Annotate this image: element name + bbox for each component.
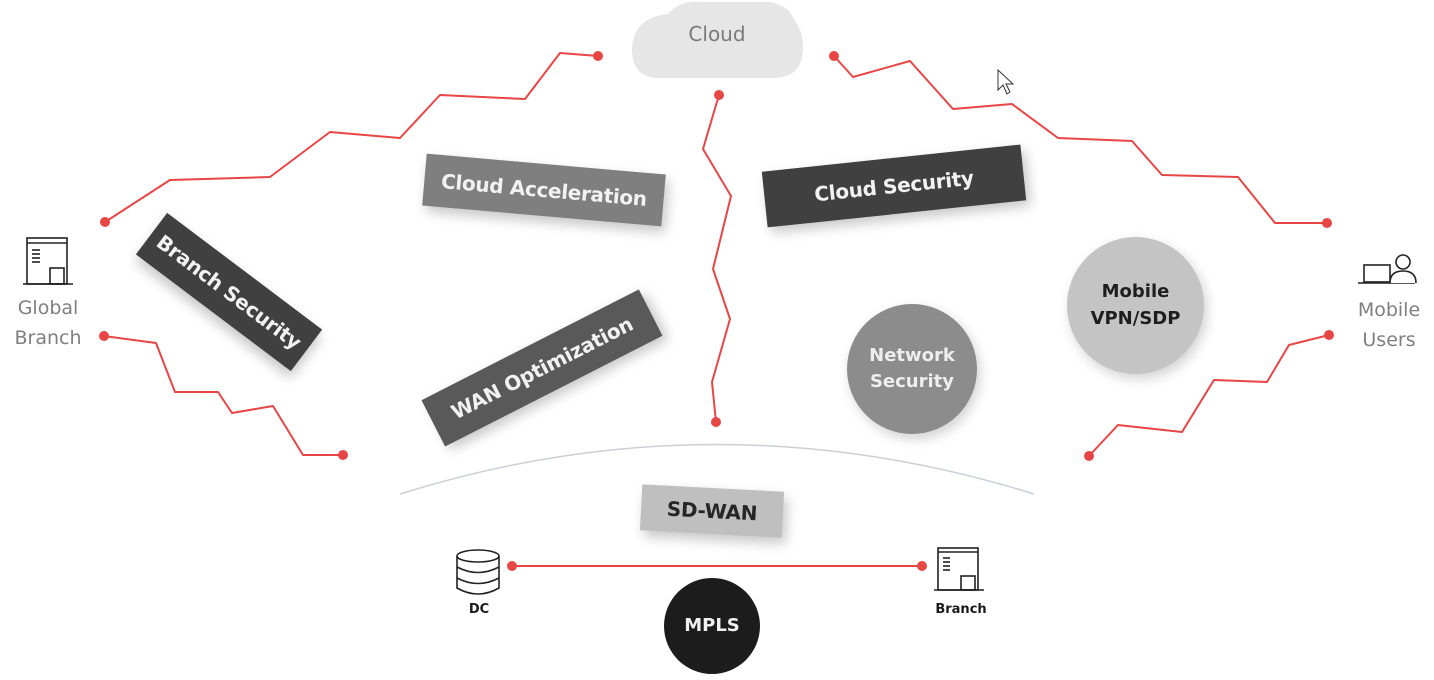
label-line1: Global bbox=[17, 297, 79, 319]
link-dot bbox=[1084, 451, 1094, 461]
circle-label-line2: Security bbox=[869, 371, 955, 392]
tag-label: SD-WAN bbox=[666, 496, 758, 526]
laptop-user-icon bbox=[1358, 254, 1417, 284]
label-line2: Branch bbox=[14, 327, 82, 349]
link-global-branch-to-cloud bbox=[104, 52, 599, 223]
mpls-circle: MPLS bbox=[664, 578, 760, 674]
circle-label: MPLS bbox=[684, 614, 740, 636]
link-dot bbox=[593, 51, 603, 61]
network-security-circle: Network Security bbox=[847, 304, 977, 434]
mouse-cursor-icon bbox=[997, 68, 1015, 95]
tag-label: Cloud Security bbox=[813, 165, 975, 207]
tag-label: Cloud Acceleration bbox=[440, 169, 648, 211]
link-dot bbox=[714, 90, 724, 100]
link-dot bbox=[711, 417, 721, 427]
circle-label-line1: Network bbox=[869, 344, 955, 366]
global-branch-label: Global Branch bbox=[6, 293, 90, 353]
office-building-icon bbox=[934, 547, 984, 591]
sd-wan-tag: SD-WAN bbox=[639, 484, 785, 538]
mobile-vpn-sdp-circle: Mobile VPN/SDP bbox=[1067, 237, 1204, 374]
link-dot bbox=[507, 561, 517, 571]
link-cloud-to-mobile-users bbox=[833, 55, 1327, 224]
link-mobile-users-to-network bbox=[1088, 334, 1330, 457]
branch-label: Branch bbox=[935, 602, 987, 617]
link-cloud-to-network bbox=[702, 94, 732, 423]
link-dot bbox=[100, 217, 110, 227]
link-endpoints bbox=[99, 51, 1334, 571]
link-dot bbox=[338, 450, 348, 460]
cloud-icon bbox=[632, 1, 803, 78]
link-dot bbox=[99, 331, 109, 341]
link-dot bbox=[1322, 218, 1332, 228]
link-dot bbox=[917, 561, 927, 571]
label-line1: Mobile bbox=[1357, 299, 1421, 321]
office-building-icon bbox=[23, 237, 73, 285]
database-icon bbox=[456, 549, 500, 595]
link-dot bbox=[1324, 330, 1334, 340]
dc-label: DC bbox=[468, 602, 490, 617]
sd-wan-boundary-arc bbox=[399, 443, 1035, 495]
link-dot bbox=[829, 51, 839, 61]
cloud-label: Cloud bbox=[688, 22, 746, 46]
circle-label-line1: Mobile bbox=[1101, 281, 1170, 303]
label-line2: Users bbox=[1362, 329, 1416, 351]
mobile-users-label: Mobile Users bbox=[1344, 295, 1434, 355]
link-global-branch-to-network bbox=[103, 335, 343, 456]
circle-label-line2: VPN/SDP bbox=[1090, 307, 1181, 329]
